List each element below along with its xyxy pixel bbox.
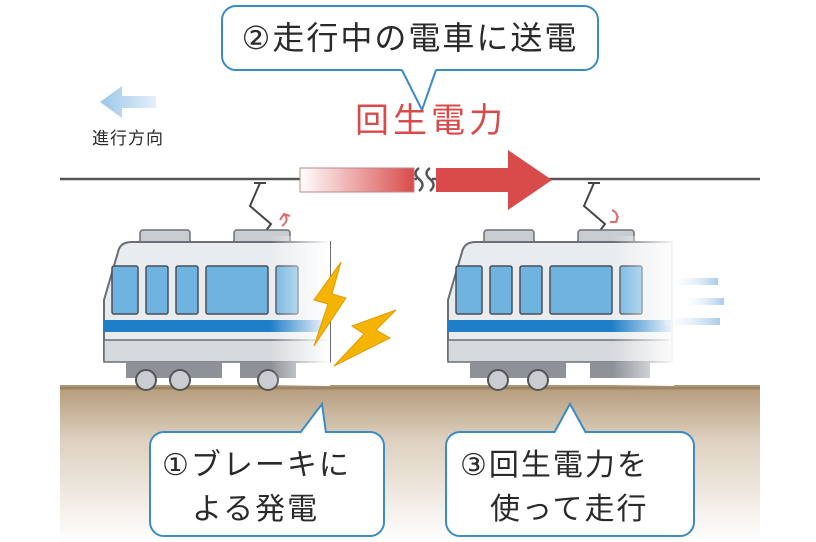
running-callout-line2: 使って走行 bbox=[490, 492, 649, 527]
regen-power-label: 回生電力 bbox=[355, 101, 507, 141]
left-arrow-icon bbox=[100, 86, 156, 118]
running-callout bbox=[445, 401, 695, 537]
top-callout bbox=[221, 5, 599, 113]
pantograph-right bbox=[582, 182, 619, 237]
lightning-icon bbox=[313, 261, 397, 367]
braking-callout-line1: ①ブレーキに bbox=[162, 448, 351, 483]
top-callout-text: ②走行中の電車に送電 bbox=[241, 19, 579, 57]
braking-train bbox=[103, 182, 331, 391]
regen-power-arrow bbox=[299, 150, 552, 210]
running-callout-text: ③回生電力を 使って走行 bbox=[460, 444, 696, 532]
braking-callout bbox=[149, 401, 385, 537]
direction-label: 進行方向 bbox=[92, 129, 164, 149]
running-callout-line1: ③回生電力を bbox=[460, 448, 649, 483]
running-train bbox=[447, 182, 674, 391]
braking-callout-line2: よる発電 bbox=[192, 492, 320, 527]
speed-lines-icon bbox=[664, 278, 724, 325]
pantograph-left bbox=[248, 182, 291, 237]
braking-callout-text: ①ブレーキに よる発電 bbox=[162, 444, 374, 532]
